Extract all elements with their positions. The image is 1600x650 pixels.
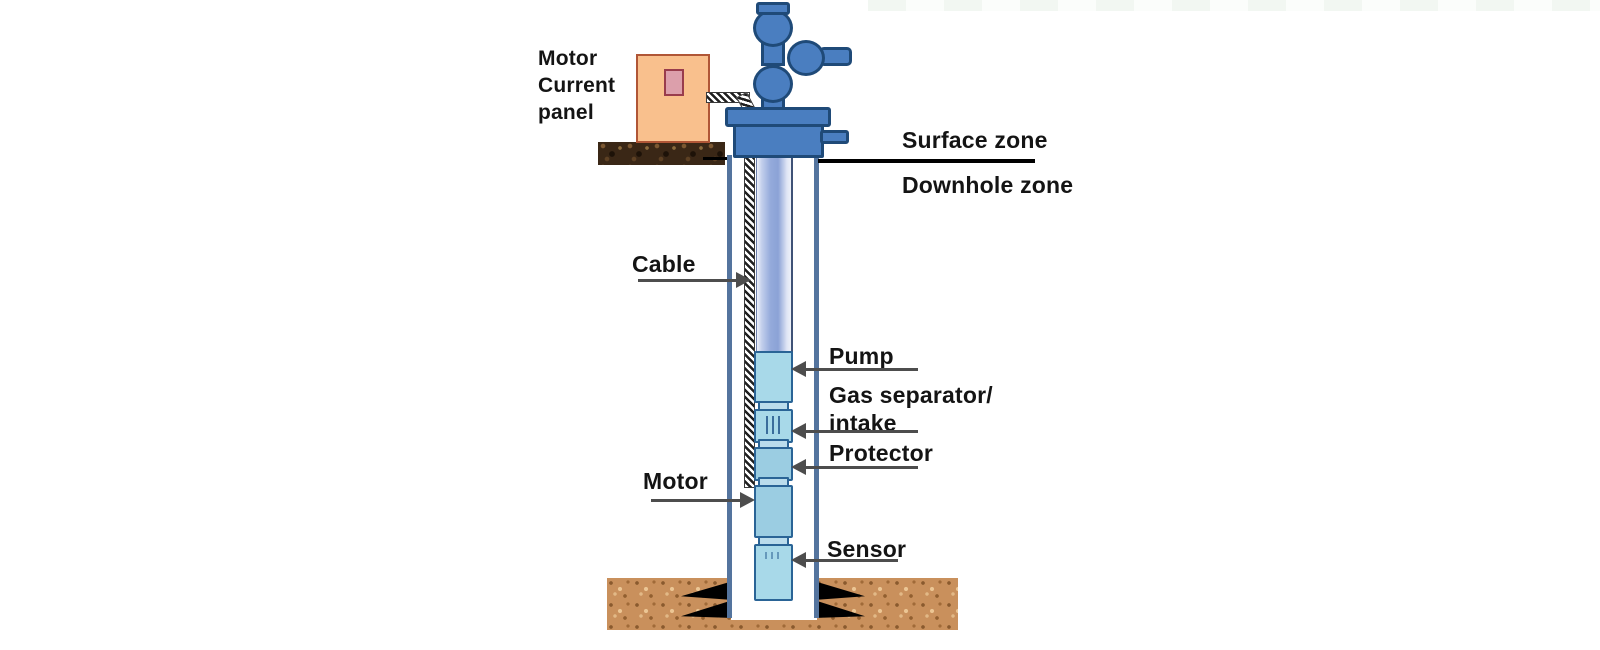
pump-unit <box>754 351 793 403</box>
pump-label: Pump <box>829 343 894 369</box>
intake-slot <box>772 416 774 434</box>
production-tubing <box>756 155 793 353</box>
motor-unit <box>754 485 793 538</box>
faint-top-band <box>868 0 1600 11</box>
control-panel <box>636 54 710 143</box>
surface-soil <box>598 142 725 165</box>
wellhead-cap <box>756 2 790 15</box>
panel-label-line2: Current <box>538 74 616 97</box>
sensor-label: Sensor <box>827 536 907 562</box>
wellhead-body <box>733 124 824 158</box>
cable-label: Cable <box>632 251 696 277</box>
sensor-unit <box>754 544 793 601</box>
ground-line-left <box>703 157 729 160</box>
sensor-arrow-line <box>804 559 898 562</box>
motor-label: Motor <box>643 468 708 494</box>
pump-arrowhead-icon <box>791 361 806 377</box>
panel-window <box>664 69 684 96</box>
wellhead-side-outlet <box>820 130 849 144</box>
wing-valve <box>787 40 825 76</box>
sensor-mark <box>771 552 773 559</box>
motor-arrowhead-icon <box>740 492 755 508</box>
protector-arrowhead-icon <box>791 459 806 475</box>
pump-arrow-line <box>804 368 918 371</box>
intake-slot <box>766 416 768 434</box>
panel-label: Motor Current panel <box>538 45 615 126</box>
gas-separator-label-line1: Gas separator/ <box>829 382 993 408</box>
protector-label: Protector <box>829 440 934 466</box>
panel-label-line1: Motor <box>538 47 598 70</box>
sensor-mark <box>777 552 779 559</box>
master-valve <box>753 65 793 103</box>
protector-arrow-line <box>804 466 918 469</box>
gas-separator-arrowhead-icon <box>791 423 806 439</box>
gas-separator-unit <box>754 409 793 443</box>
intake-slot <box>778 416 780 434</box>
motor-arrow-line <box>651 499 743 502</box>
cable-arrowhead-icon <box>736 272 751 288</box>
sensor-mark <box>765 552 767 559</box>
protector-unit <box>754 447 793 481</box>
sensor-arrowhead-icon <box>791 552 806 568</box>
gas-separator-label: Gas separator/ intake <box>829 381 993 437</box>
cable-arrow-line <box>638 279 738 282</box>
panel-label-line3: panel <box>538 101 594 124</box>
downhole-zone-label: Downhole zone <box>902 172 1074 198</box>
gas-separator-arrow-line <box>804 430 918 433</box>
surface-zone-label: Surface zone <box>902 127 1048 153</box>
zone-divider-line <box>818 159 1035 163</box>
